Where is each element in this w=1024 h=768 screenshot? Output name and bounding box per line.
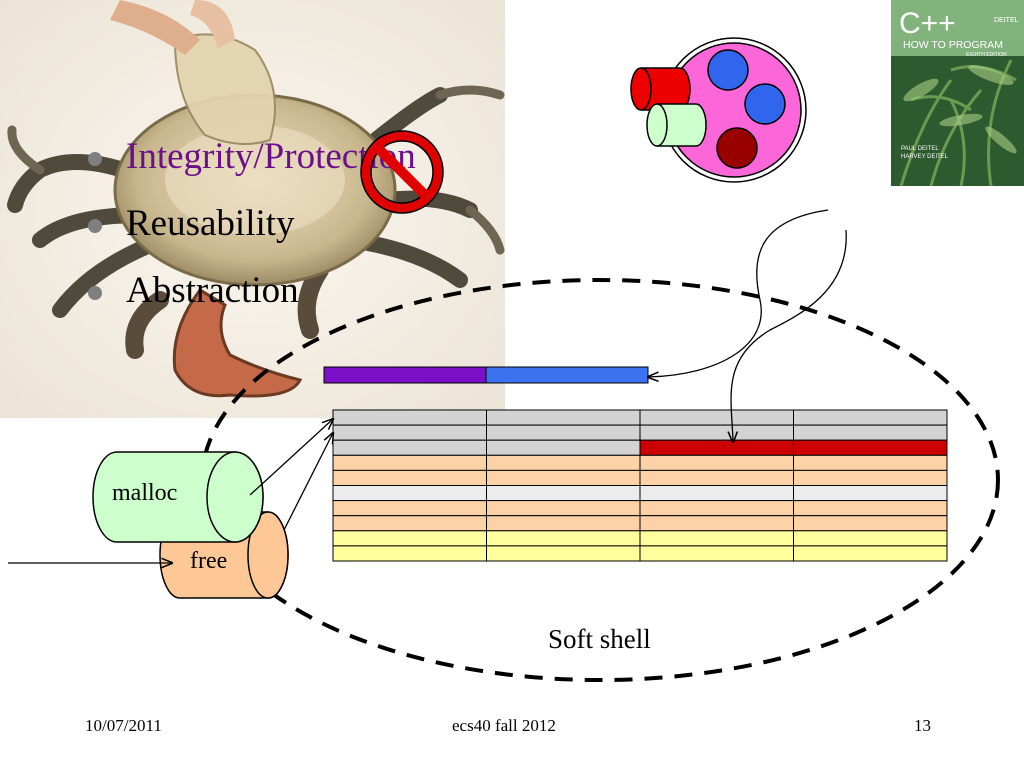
- memory-cell: [639, 469, 794, 486]
- memory-cell: [793, 454, 948, 471]
- book-edition: EIGHTH EDITION: [966, 52, 1007, 58]
- malloc-label: malloc: [112, 480, 178, 506]
- book-cover: C++ DEITEL HOW TO PROGRAM EIGHTH EDITION…: [891, 0, 1024, 186]
- memory-cell: [793, 545, 948, 562]
- memory-cell: [793, 530, 948, 547]
- soft-shell-label: Soft shell: [548, 624, 651, 654]
- book-publisher: DEITEL: [994, 17, 1019, 24]
- memory-cell: [639, 485, 794, 502]
- memory-cell: [639, 454, 794, 471]
- memory-cell: [793, 424, 948, 441]
- free-arrow: [283, 433, 333, 531]
- object-icon: [630, 37, 807, 183]
- footer-course: ecs40 fall 2012: [452, 716, 556, 735]
- memory-cell: [793, 439, 948, 456]
- memory-cell: [639, 439, 794, 456]
- memory-cell: [486, 469, 641, 486]
- memory-cell: [486, 530, 641, 547]
- memory-cell: [332, 469, 487, 486]
- memory-cell: [793, 515, 948, 532]
- bullet-dot-icon: [88, 219, 102, 233]
- memory-cell: [793, 409, 948, 426]
- free-label: free: [190, 548, 228, 574]
- memory-cell: [332, 424, 487, 441]
- memory-cell: [332, 454, 487, 471]
- memory-cell: [332, 530, 487, 547]
- pointer-arrow: [648, 209, 829, 377]
- memory-cell: [639, 500, 794, 517]
- memory-cell: [486, 454, 641, 471]
- bullet-item: Abstraction: [88, 269, 416, 336]
- malloc-cylinder: [92, 451, 264, 543]
- book-subtitle: HOW TO PROGRAM: [903, 39, 1003, 51]
- footer-date: 10/07/2011: [85, 716, 162, 735]
- memory-cell: [332, 485, 487, 502]
- memory-cell: [793, 500, 948, 517]
- pointer-bar: [323, 366, 649, 384]
- bullet-dot-icon: [88, 286, 102, 300]
- memory-cell: [332, 515, 487, 532]
- bullet-text: Abstraction: [126, 270, 299, 311]
- memory-table: [332, 409, 948, 562]
- memory-cell: [486, 409, 641, 426]
- book-author: HARVEY DEITEL: [901, 154, 949, 160]
- book-title: C++: [899, 7, 956, 40]
- bullet-dot-icon: [88, 152, 102, 166]
- memory-cell: [486, 515, 641, 532]
- memory-cell: [793, 485, 948, 502]
- prohibited-icon: [360, 130, 444, 214]
- memory-cell: [639, 515, 794, 532]
- memory-cell: [639, 424, 794, 441]
- memory-cell: [486, 485, 641, 502]
- memory-cell: [486, 439, 641, 456]
- pointer-arrow: [731, 229, 847, 442]
- memory-cell: [486, 545, 641, 562]
- memory-cell: [639, 530, 794, 547]
- memory-cell: [486, 500, 641, 517]
- memory-cell: [486, 424, 641, 441]
- memory-cell: [793, 469, 948, 486]
- memory-cell: [332, 439, 487, 456]
- memory-cell: [639, 545, 794, 562]
- book-author: PAUL DEITEL: [901, 146, 939, 152]
- memory-cell: [332, 500, 487, 517]
- malloc-arrow: [249, 419, 333, 496]
- bullet-text: Reusability: [126, 203, 295, 244]
- slide-number: 13: [914, 716, 931, 735]
- bullet-item: Reusability: [88, 202, 416, 269]
- memory-cell: [332, 545, 487, 562]
- memory-cell: [639, 409, 794, 426]
- memory-cell: [332, 409, 487, 426]
